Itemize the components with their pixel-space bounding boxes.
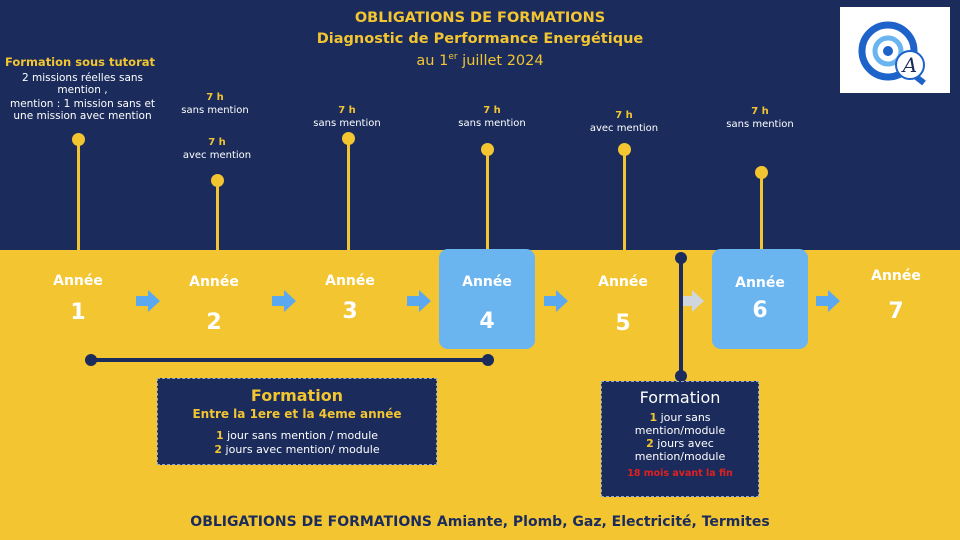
- arrow-right-icon: [544, 290, 568, 312]
- year-number: 4: [479, 309, 495, 334]
- milestone-hours: 7 h: [206, 92, 224, 103]
- span-dot: [675, 252, 687, 264]
- span-dot: [482, 354, 494, 366]
- formation-subtitle: Entre la 1ere et la 4eme année: [192, 407, 402, 421]
- year-number: 7: [888, 299, 904, 324]
- milestone-hours: 7 h: [751, 106, 769, 117]
- formation-vertical-line: [679, 258, 683, 376]
- timeline-dot: [755, 166, 768, 179]
- arrow-right-icon: [680, 290, 704, 312]
- formation-span-line: [92, 358, 488, 362]
- year-number: 6: [752, 298, 768, 323]
- formation-line: 1 jour sans: [649, 411, 711, 424]
- arrow-right-icon: [136, 290, 160, 312]
- formation-line: 2 jours avec: [646, 437, 714, 450]
- footer-title: OBLIGATIONS DE FORMATIONS Amiante, Plomb…: [190, 514, 770, 530]
- tutorat-line: une mission avec mention: [13, 110, 152, 122]
- arrow-right-icon: [816, 290, 840, 312]
- tutorat-line: 2 missions réelles sans: [21, 72, 144, 84]
- timeline-stem: [77, 140, 80, 250]
- timeline-dot: [618, 143, 631, 156]
- timeline-dot: [342, 132, 355, 145]
- tutorat-line: mention : 1 mission sans et: [9, 98, 156, 110]
- timeline-dot: [481, 143, 494, 156]
- year-number: 5: [615, 311, 631, 336]
- milestone-hours: 7 h: [483, 105, 501, 116]
- timeline-stem: [760, 178, 763, 253]
- milestone-mention: sans mention: [458, 118, 526, 129]
- year-label: Année: [598, 274, 648, 290]
- formation-title: Formation: [639, 388, 721, 407]
- tutorat-line: mention ,: [57, 84, 108, 96]
- year-label: Année: [462, 274, 512, 290]
- tutorat-title: Formation sous tutorat: [4, 55, 156, 69]
- formation-box-left: Formation Entre la 1ere et la 4eme année…: [157, 378, 437, 465]
- milestone-mention: sans mention: [181, 105, 249, 116]
- milestone-mention: sans mention: [313, 118, 381, 129]
- year-number: 2: [206, 310, 222, 335]
- title-line-3: au 1er juillet 2024: [416, 52, 544, 69]
- timeline-stem: [486, 155, 489, 255]
- top-band: [0, 0, 960, 250]
- span-dot: [85, 354, 97, 366]
- formation-line: mention/module: [634, 450, 726, 463]
- year-4-highlight: [439, 249, 535, 349]
- formation-box-right: Formation 1 jour sans mention/module 2 j…: [601, 381, 759, 497]
- year-number: 3: [342, 299, 358, 324]
- timeline-dot: [211, 174, 224, 187]
- formation-line: 2 jours avec mention/ module: [214, 443, 380, 456]
- year-6-highlight: [712, 249, 808, 349]
- milestone-mention: avec mention: [589, 123, 659, 134]
- timeline-stem: [216, 185, 219, 250]
- milestone-mention: avec mention: [182, 150, 252, 161]
- milestone-hours: 7 h: [208, 137, 226, 148]
- timeline-stem: [347, 143, 350, 250]
- year-label: Année: [53, 273, 103, 289]
- title-line-2: Diagnostic de Performance Energétique: [316, 31, 644, 47]
- logo-letter: A: [901, 53, 917, 77]
- qa-logo-icon: A: [858, 21, 926, 86]
- arrow-right-icon: [272, 290, 296, 312]
- year-label: Année: [735, 275, 785, 291]
- year-label: Année: [189, 274, 239, 290]
- span-dot: [675, 370, 687, 382]
- timeline-stem: [623, 155, 626, 250]
- milestone-hours: 7 h: [615, 110, 633, 121]
- logo: A: [840, 7, 950, 93]
- title-line-1: OBLIGATIONS DE FORMATIONS: [354, 10, 606, 26]
- year-label: Année: [871, 268, 921, 284]
- year-number: 1: [70, 300, 86, 325]
- formation-title: Formation: [250, 386, 344, 405]
- arrow-right-icon: [407, 290, 431, 312]
- formation-line: 1 jour sans mention / module: [215, 429, 379, 442]
- timeline-dot: [72, 133, 85, 146]
- milestone-mention: sans mention: [726, 119, 794, 130]
- milestone-hours: 7 h: [338, 105, 356, 116]
- year-label: Année: [325, 273, 375, 289]
- formation-line: mention/module: [634, 424, 726, 437]
- formation-note: 18 mois avant la fin: [627, 468, 733, 479]
